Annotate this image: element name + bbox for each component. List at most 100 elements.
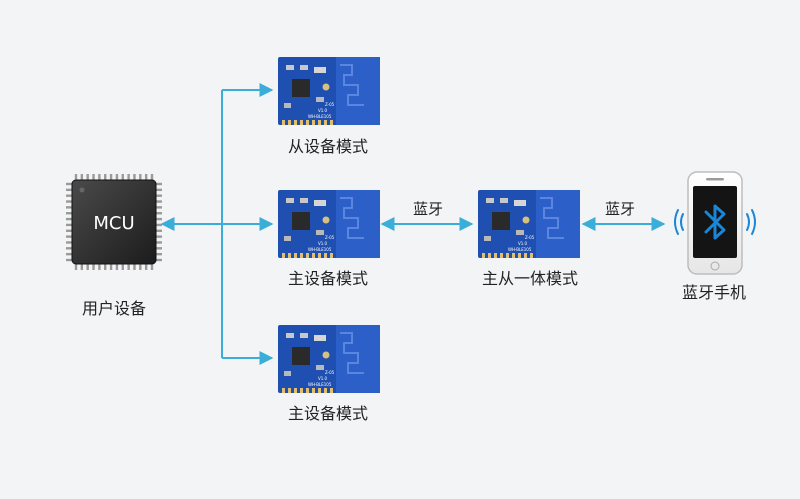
edge-pad (306, 253, 309, 258)
chip-pin (66, 235, 72, 238)
smd-part (284, 371, 291, 376)
chip-pin (144, 264, 148, 270)
silk-label-2: V1.0 (318, 108, 328, 113)
edge-pad (330, 120, 333, 125)
smd-part (284, 236, 291, 241)
chip-pin (66, 252, 72, 256)
crystal (314, 335, 326, 341)
chip-pin (66, 247, 72, 250)
edge-pad (318, 120, 321, 125)
chip-pin (109, 174, 113, 180)
edge-pad (324, 388, 327, 393)
chip-pin (144, 174, 148, 180)
chip-pin (121, 264, 124, 270)
pad (522, 216, 530, 224)
chip-pin (86, 174, 89, 180)
edge-pad (330, 388, 333, 393)
edge-pad (300, 120, 303, 125)
edge-pad (306, 388, 309, 393)
smd-part (316, 365, 324, 370)
edge-pad (294, 253, 297, 258)
smd-part (284, 103, 291, 108)
crystal (314, 67, 326, 73)
edge-pad (282, 253, 285, 258)
edge-pad (512, 253, 515, 258)
chip-pin (104, 174, 107, 180)
chip-pin (156, 182, 162, 186)
smd-part (516, 230, 524, 235)
chip-pin (66, 229, 72, 232)
chip-pin (86, 264, 89, 270)
edge-pad (530, 253, 533, 258)
mcu-chip-text: MCU (93, 213, 134, 234)
chip-pin (92, 174, 95, 180)
smd-part (300, 65, 308, 70)
edge-pad (330, 253, 333, 258)
chip-pin (156, 258, 162, 262)
chip-pin (66, 194, 72, 197)
edge-pad (324, 120, 327, 125)
chip-pin (139, 174, 142, 180)
edge-pad (300, 388, 303, 393)
edge-pad (500, 253, 503, 258)
bt-link-2-label: 蓝牙 (604, 200, 636, 218)
silk-label-1: Z-05 (325, 370, 335, 375)
chip-pin (121, 174, 124, 180)
module-slave-caption: 从设备模式 (287, 137, 369, 156)
chip-pin (133, 174, 136, 180)
chip-pin (156, 229, 162, 232)
ic-chip (292, 347, 310, 365)
chip-pin (150, 264, 154, 270)
crystal (514, 200, 526, 206)
edge-pad (294, 120, 297, 125)
chip-pin (156, 247, 162, 250)
ic-chip (492, 212, 510, 230)
smd-part (316, 97, 324, 102)
chip-pin (104, 264, 107, 270)
silk-label-3: WH-BLE105 (308, 247, 332, 252)
chip-pin (156, 206, 162, 209)
chip-pin (66, 188, 72, 192)
edge-pad (324, 253, 327, 258)
antenna-trace (340, 64, 364, 106)
antenna-trace (340, 197, 364, 239)
silk-label-2: V1.0 (518, 241, 528, 246)
chip-pin (66, 200, 72, 203)
chip-pin (156, 252, 162, 256)
mcu-caption: 用户设备 (81, 299, 147, 318)
smd-part (286, 65, 294, 70)
chip-pin (156, 188, 162, 192)
chip-pin (156, 223, 162, 227)
edge-pad (318, 388, 321, 393)
chip-pin (80, 264, 84, 270)
chip-pin (139, 264, 142, 270)
chip-pin (127, 264, 130, 270)
edge-pad (300, 253, 303, 258)
silk-label-3: WH-BLE105 (508, 247, 532, 252)
edge-pad (282, 120, 285, 125)
silk-label-2: V1.0 (318, 376, 328, 381)
edge-pad (488, 253, 491, 258)
pad (322, 351, 330, 359)
silk-label-1: Z-05 (325, 102, 335, 107)
pad (322, 83, 330, 91)
edge-pad (506, 253, 509, 258)
chip-pin (156, 241, 162, 244)
edge-pad (288, 388, 291, 393)
silk-label-2: V1.0 (318, 241, 328, 246)
smd-part (300, 198, 308, 203)
chip-pin (66, 258, 72, 262)
signal-waves-right (746, 209, 756, 235)
chip-pin (133, 264, 136, 270)
edge-pad (494, 253, 497, 258)
edge-pad (288, 253, 291, 258)
chip-pin (66, 223, 72, 227)
chip-pin (156, 235, 162, 238)
chip-pin (156, 212, 162, 215)
antenna-trace (340, 332, 364, 374)
